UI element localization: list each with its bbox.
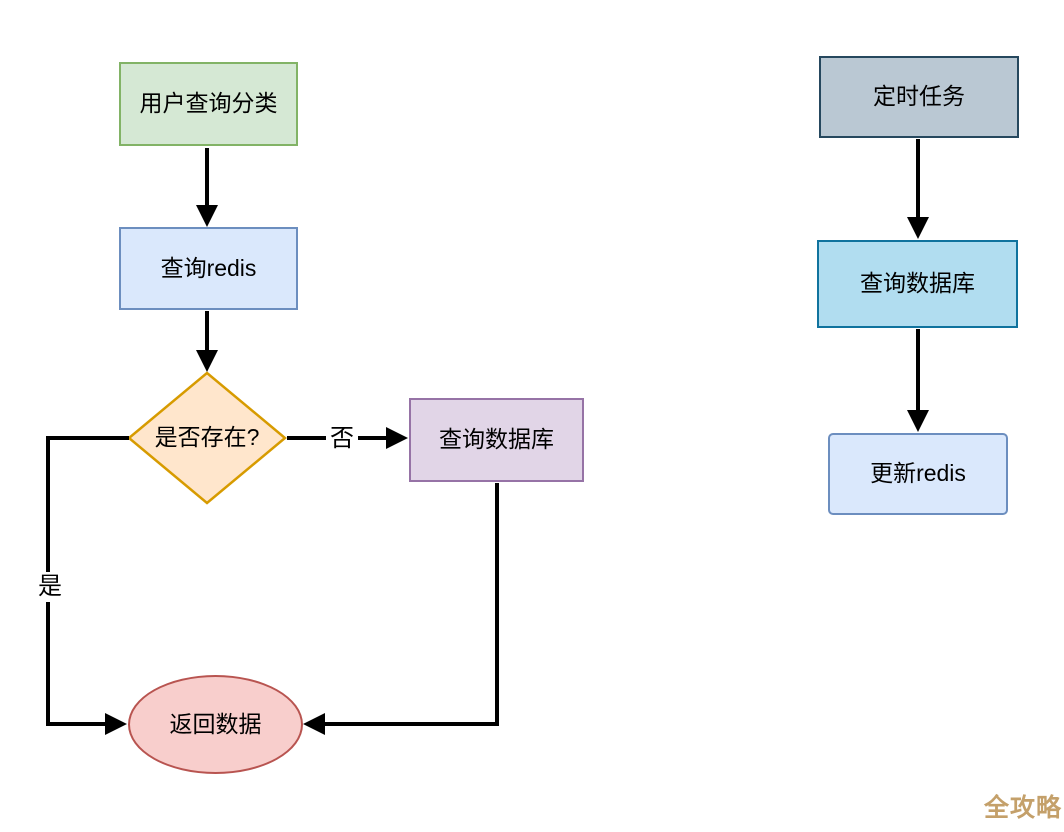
arrowhead-right-icon (386, 427, 408, 449)
arrowhead-down-icon (907, 410, 929, 432)
node-return-data: 返回数据 (128, 675, 303, 774)
node-timed-task: 定时任务 (819, 56, 1019, 138)
node-label: 更新redis (870, 460, 966, 487)
node-query-database-2: 查询数据库 (817, 240, 1018, 328)
edge-querydb-to-returndata (325, 483, 499, 726)
edge-label-no: 否 (326, 424, 358, 454)
arrowhead-down-icon (196, 350, 218, 372)
node-exists-decision: 是否存在? (129, 373, 285, 503)
arrowhead-down-icon (196, 205, 218, 227)
node-query-database: 查询数据库 (409, 398, 584, 482)
node-query-redis: 查询redis (119, 227, 298, 310)
node-label: 查询数据库 (860, 270, 975, 297)
node-update-redis: 更新redis (828, 433, 1008, 515)
node-label: 定时任务 (873, 83, 965, 110)
arrowhead-down-icon (907, 217, 929, 239)
node-label: 查询数据库 (439, 426, 554, 453)
node-label: 是否存在? (154, 424, 260, 451)
edge-label-yes: 是 (34, 572, 66, 602)
node-label: 用户查询分类 (139, 90, 278, 117)
arrowhead-right-icon (105, 713, 127, 735)
node-label: 查询redis (160, 254, 257, 281)
arrowhead-left-icon (303, 713, 325, 735)
watermark-text: 全攻略 (983, 794, 1062, 822)
node-label: 返回数据 (169, 710, 262, 737)
node-user-query-category: 用户查询分类 (119, 62, 298, 146)
decision-diamond-shape (127, 371, 287, 505)
